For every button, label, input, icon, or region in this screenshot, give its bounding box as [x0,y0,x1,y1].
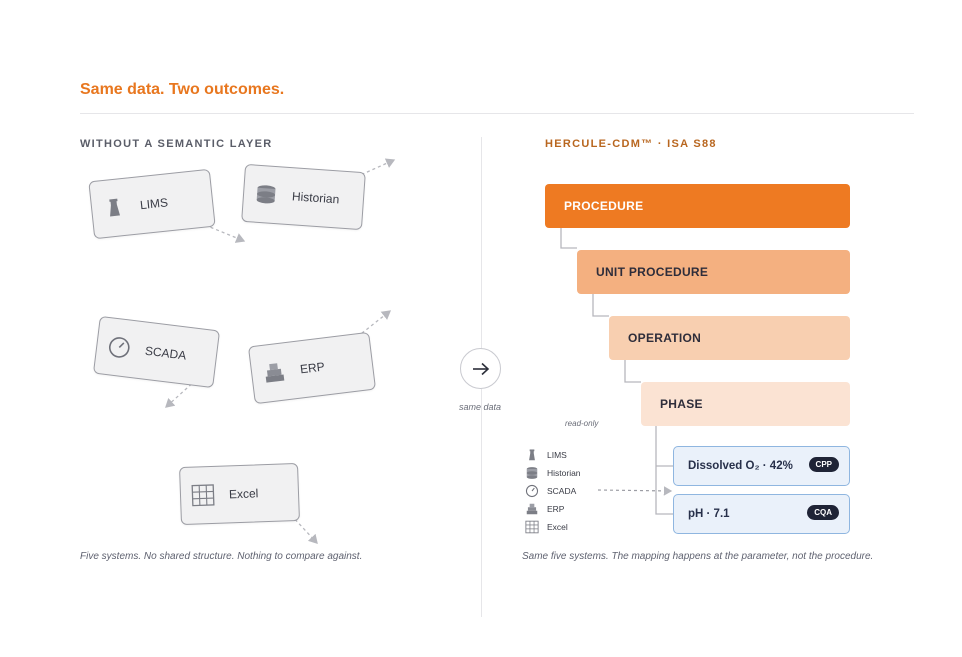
level-phase: PHASE [641,382,850,426]
parameter-dissolved-o2: Dissolved O₂ · 42% CPP [673,446,850,486]
parameter-label: Dissolved O₂ · 42% [688,460,793,472]
source-label: Historian [547,468,581,478]
system-card-label: ERP [299,359,326,377]
historian-icon [256,185,276,204]
lims-icon [529,449,535,461]
right-caption: Same five systems. The mapping happens a… [522,551,874,562]
level-unit-procedure: UNIT PROCEDURE [577,250,850,294]
parameter-ph: pH · 7.1 CQA [673,494,850,534]
system-card-historian: Historian [241,163,366,231]
connector-operation-phase [624,360,641,383]
system-card-label: Excel [228,486,259,502]
excel-icon [525,520,539,534]
arrow-right-icon [472,362,489,375]
excel-icon [191,484,215,507]
scada-icon [108,337,130,358]
parameter-badge: CPP [808,457,839,472]
system-card-erp: ERP [247,331,377,405]
level-operation: OPERATION [609,316,850,360]
connector-phase-parameters [655,426,673,515]
erp-icon [526,503,538,515]
connector-procedure-unit [560,228,577,249]
source-item-scada: SCADA [525,483,605,499]
left-section-label: WITHOUT A SEMANTIC LAYER [80,138,273,150]
transition-caption: same data [459,402,502,412]
lims-scatter-arrow [204,224,246,243]
system-card-excel: Excel [179,462,300,526]
level-procedure: PROCEDURE [545,184,850,228]
system-card-label: Historian [291,189,340,207]
read-only-label: read-only [565,419,599,428]
lims-icon [109,198,121,217]
transition-button[interactable] [460,348,501,389]
top-divider [80,113,914,114]
system-card-lims: LIMS [88,168,216,240]
source-item-historian: Historian [525,465,605,481]
system-card-label: SCADA [144,343,187,363]
source-label: LIMS [547,450,567,460]
right-section-label: HERCULE-CDM™ · ISA S88 [545,138,717,150]
source-mapping-arrow [597,486,673,496]
source-item-erp: ERP [525,501,605,517]
system-card-scada: SCADA [92,315,221,389]
source-label: SCADA [547,486,577,496]
parameter-label: pH · 7.1 [688,508,730,520]
headline: Same data. Two outcomes. [80,81,285,98]
parameter-badge: CQA [807,505,839,520]
erp-icon [265,363,285,383]
source-item-excel: Excel [525,519,605,535]
historian-icon [526,467,538,479]
left-caption: Five systems. No shared structure. Nothi… [80,551,363,562]
connector-unit-operation [592,294,609,317]
scada-icon [525,484,539,498]
source-item-lims: LIMS [525,447,605,463]
system-card-label: LIMS [139,195,169,213]
source-label: ERP [547,504,565,514]
source-label: Excel [547,522,568,532]
